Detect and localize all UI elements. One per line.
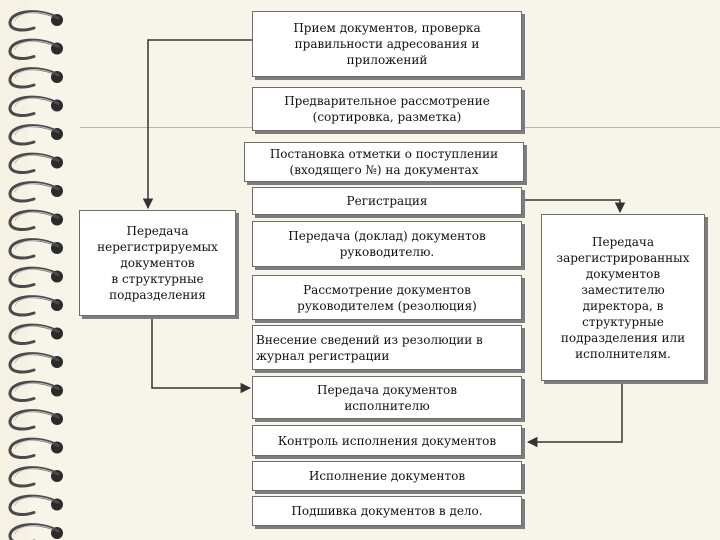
binding-ring-highlight	[14, 268, 53, 278]
flow-step-preliminary-text: Предварительное рассмотрение (сортировка…	[284, 94, 490, 124]
flow-step-journal-text: Внесение сведений из резолюции в журнал …	[256, 332, 483, 363]
side-box-unregistered: Передача нерегистрируемых документов в с…	[79, 210, 236, 316]
arrow-to-right-box	[524, 199, 626, 214]
flow-step-execution: Исполнение документов	[252, 461, 522, 491]
binding-ring-highlight	[14, 411, 53, 421]
flow-step-registration-text: Регистрация	[346, 194, 428, 208]
binding-ring-highlight	[14, 69, 53, 79]
binding-ring-highlight	[14, 211, 53, 221]
flow-step-filing-text: Подшивка документов в дело.	[291, 504, 483, 518]
binding-ring-highlight	[14, 354, 53, 364]
flow-step-receive: Прием документов, проверка правильности …	[252, 11, 522, 77]
binding-ring-highlight	[14, 297, 53, 307]
flow-step-execution-text: Исполнение документов	[308, 469, 466, 483]
flow-step-journal: Внесение сведений из резолюции в журнал …	[252, 325, 522, 370]
binding-ring-highlight	[14, 240, 53, 250]
binding-ring-highlight	[14, 439, 53, 449]
side-box-unregistered-text: Передача нерегистрируемых документов в с…	[97, 224, 218, 302]
flow-step-report-text: Передача (доклад) документов руководител…	[288, 229, 486, 259]
flow-step-mark-text: Постановка отметки о поступлении (входящ…	[269, 147, 499, 177]
flow-step-preliminary: Предварительное рассмотрение (сортировка…	[252, 87, 522, 131]
side-box-registered: Передача зарегистрированных документов з…	[541, 214, 705, 381]
binding-ring-highlight	[14, 325, 53, 335]
binding-ring-highlight	[14, 382, 53, 392]
flow-step-resolution-text: Рассмотрение документов руководителем (р…	[297, 282, 477, 313]
arrow-right-box-to-step9	[526, 384, 623, 448]
arrow-left-box-to-step8	[151, 318, 252, 394]
binding-ring-highlight	[14, 97, 53, 107]
flow-step-registration: Регистрация	[252, 187, 522, 215]
binding-ring-highlight	[14, 183, 53, 193]
binding-ring-highlight	[14, 12, 53, 22]
flow-step-resolution: Рассмотрение документов руководителем (р…	[252, 275, 522, 320]
arrow-to-left-box	[142, 39, 252, 210]
flow-step-handover-text: Передача документов исполнителю	[316, 382, 458, 413]
binding-ring-highlight	[14, 154, 53, 164]
binding-ring-highlight	[14, 525, 53, 535]
flow-step-handover: Передача документов исполнителю	[252, 376, 522, 419]
binding-ring-highlight	[14, 468, 53, 478]
flow-step-report: Передача (доклад) документов руководител…	[252, 221, 522, 267]
flow-step-receive-text: Прием документов, проверка правильности …	[293, 21, 481, 67]
flow-step-mark: Постановка отметки о поступлении (входящ…	[244, 142, 524, 182]
side-box-registered-text: Передача зарегистрированных документов з…	[556, 234, 690, 361]
flow-step-control: Контроль исполнения документов	[252, 425, 522, 456]
binding-ring-highlight	[14, 40, 53, 50]
flow-step-filing: Подшивка документов в дело.	[252, 496, 522, 526]
flow-step-control-text: Контроль исполнения документов	[277, 433, 497, 448]
binding-ring-highlight	[14, 496, 53, 506]
spiral-binding	[8, 10, 63, 540]
binding-ring-highlight	[14, 126, 53, 136]
